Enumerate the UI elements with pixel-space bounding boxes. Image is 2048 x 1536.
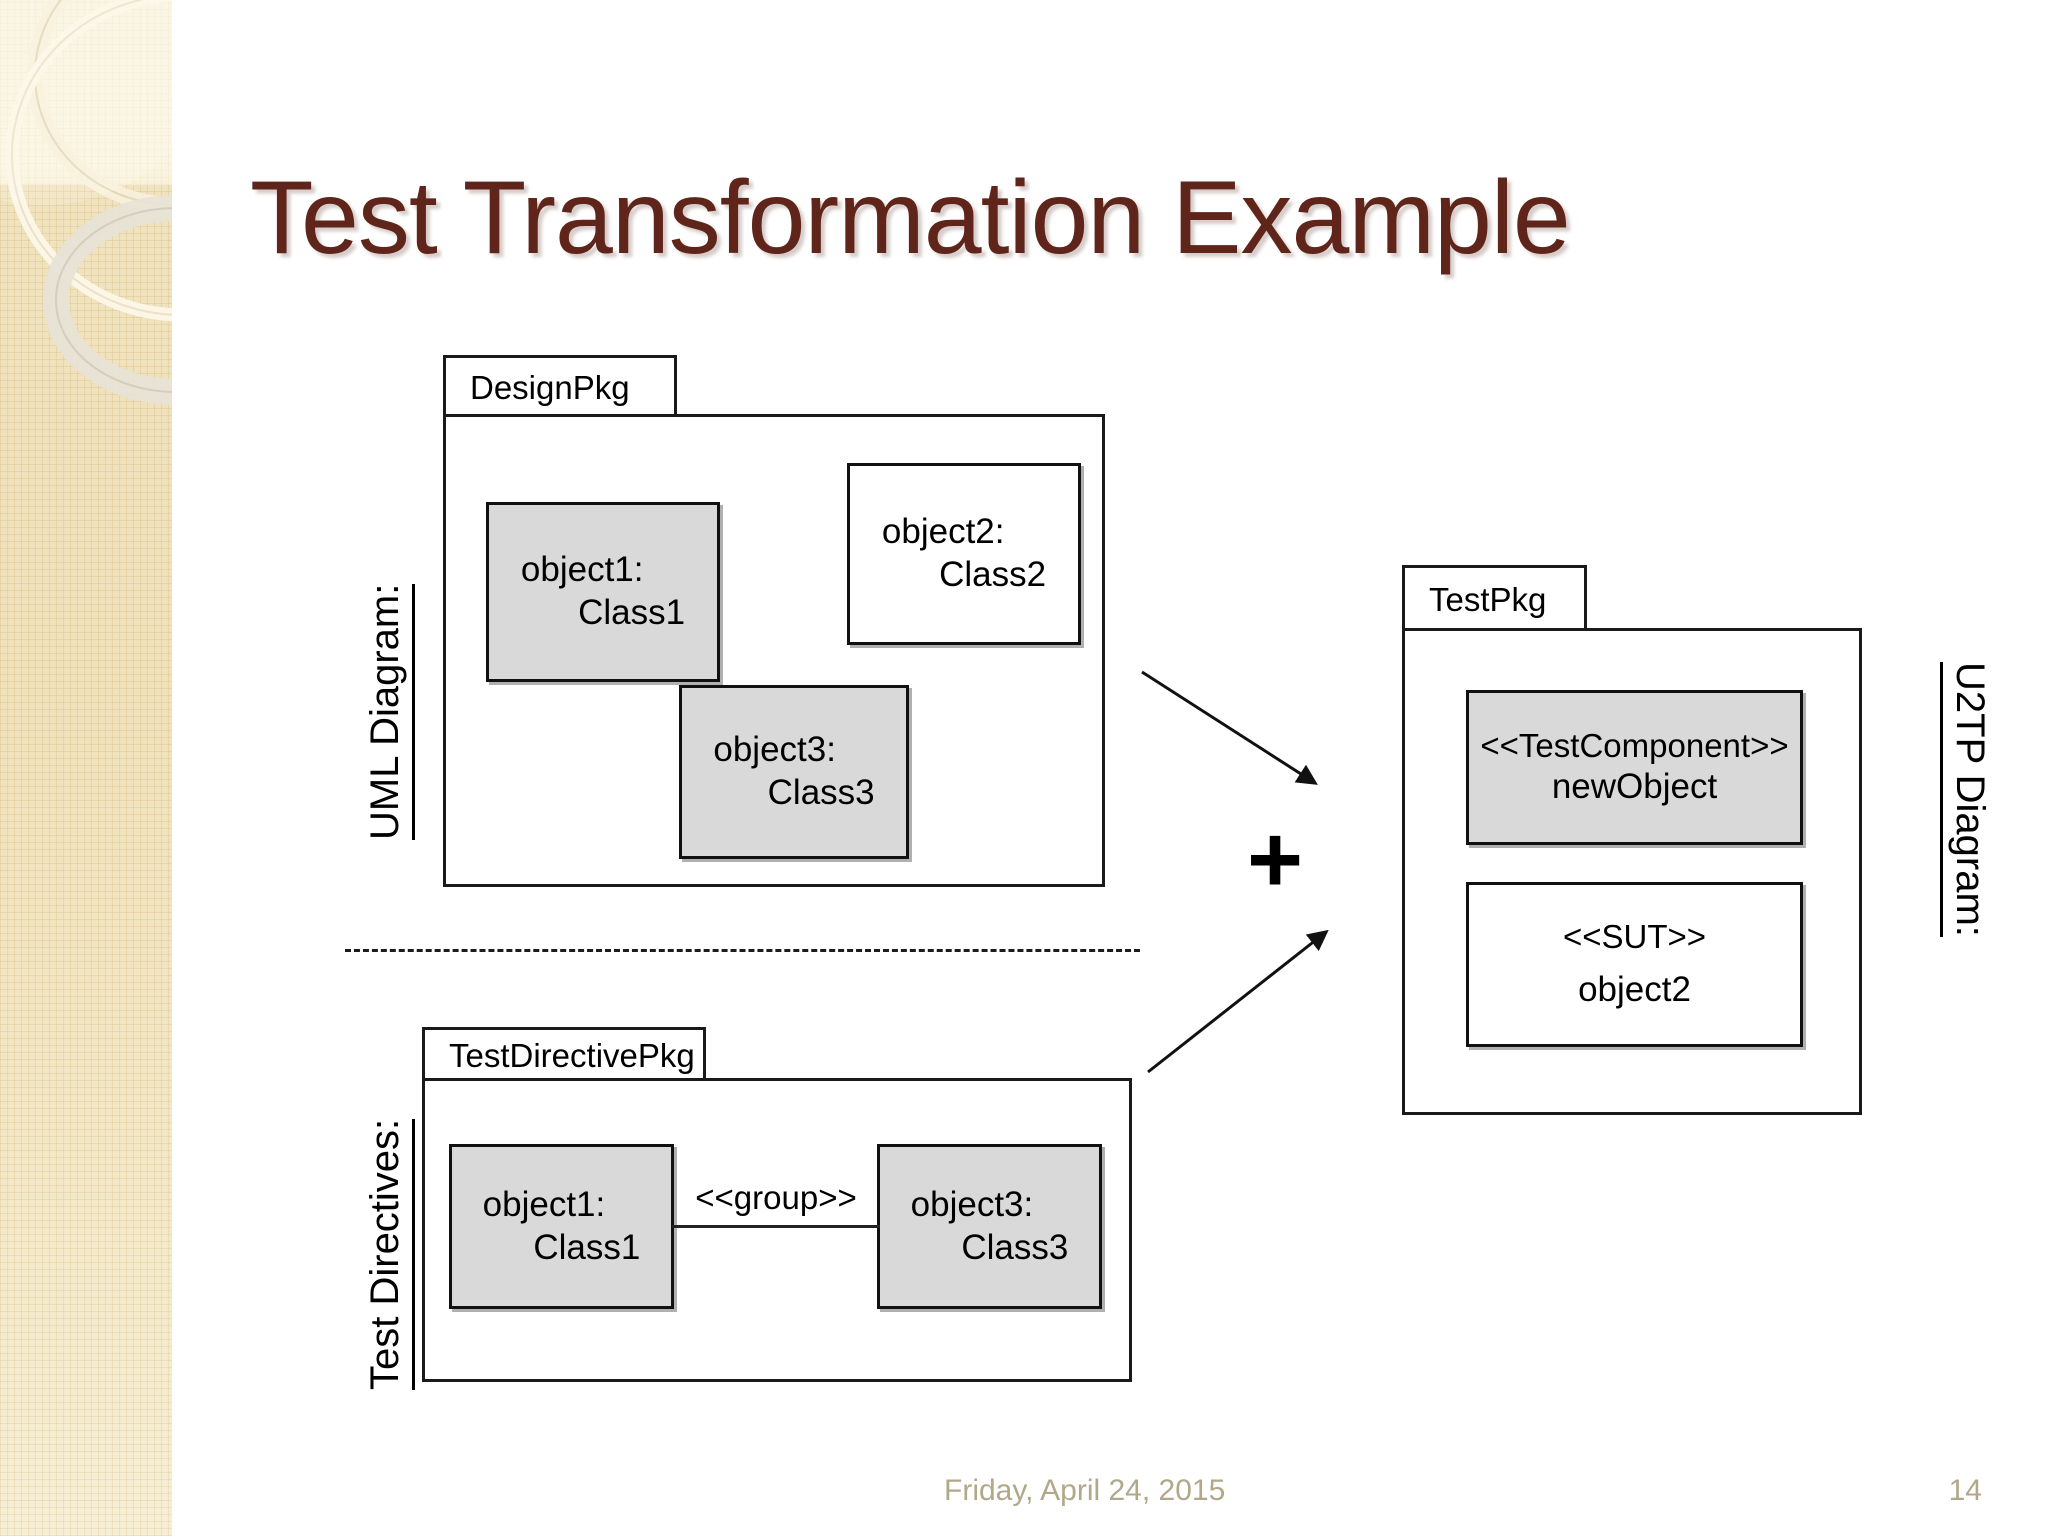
- object-line2: Class1: [533, 1227, 641, 1267]
- object-box-td-object3-class3: object3: Class3: [877, 1144, 1102, 1309]
- page-title: Test Transformation Example: [250, 159, 1571, 276]
- package-name-test-pkg: TestPkg: [1429, 580, 1547, 618]
- caption-test-directives: Test Directives:: [363, 1118, 415, 1390]
- transformation-arrows: [1141, 670, 1329, 1074]
- object-line1: object2:: [881, 512, 1005, 552]
- object-box-sut-object2: <<SUT>> object2: [1466, 882, 1803, 1047]
- object-line2: object2: [1578, 970, 1691, 1010]
- package-test-directive-pkg: TestDirectivePkg object1: Class1 object3…: [422, 1027, 1132, 1382]
- package-tab-test-pkg: TestPkg: [1402, 565, 1587, 631]
- package-name-design-pkg: DesignPkg: [470, 368, 630, 406]
- object-box-object2-class2: object2: Class2: [847, 463, 1081, 645]
- section-divider: [345, 949, 1140, 952]
- object-line1: <<TestComponent>>: [1480, 727, 1789, 765]
- arrow-design-to-test: [1141, 670, 1318, 785]
- object-line2: Class1: [578, 593, 686, 632]
- object-line2: newObject: [1551, 767, 1718, 807]
- footer-page-number: 14: [1948, 1474, 1982, 1507]
- package-tab-test-directive-pkg: TestDirectivePkg: [422, 1027, 706, 1081]
- plus-operator: +: [1247, 806, 1304, 913]
- package-name-test-directive-pkg: TestDirectivePkg: [449, 1036, 695, 1074]
- association-stereotype-group: <<group>>: [695, 1179, 857, 1216]
- object-line2: Class2: [939, 555, 1047, 594]
- caption-u2tp-diagram: U2TP Diagram:: [1940, 662, 1992, 937]
- object-line1: object3:: [910, 1184, 1034, 1224]
- package-design-pkg: DesignPkg object1: Class1 object2: Class…: [443, 355, 1105, 887]
- footer-date: Friday, April 24, 2015: [944, 1474, 1226, 1507]
- package-test-pkg: TestPkg <<TestComponent>> newObject <<SU…: [1402, 565, 1862, 1115]
- caption-uml-diagram: UML Diagram:: [363, 583, 415, 840]
- object-line1: object1:: [482, 1184, 606, 1224]
- theme-sidebar: [0, 0, 172, 1536]
- object-box-object1-class1: object1: Class1: [486, 502, 720, 682]
- object-line2: Class3: [767, 773, 875, 812]
- sidebar-rings-decoration: [0, 0, 172, 405]
- object-box-td-object1-class1: object1: Class1: [449, 1144, 674, 1309]
- object-line2: Class3: [961, 1227, 1069, 1267]
- object-line1: <<SUT>>: [1562, 918, 1707, 956]
- package-tab-design-pkg: DesignPkg: [443, 355, 677, 417]
- object-box-new-object: <<TestComponent>> newObject: [1466, 690, 1803, 845]
- arrow-directives-to-test: [1147, 929, 1329, 1074]
- object-line1: object3:: [713, 730, 836, 770]
- object-line1: object1:: [520, 550, 644, 590]
- object-box-object3-class3: object3: Class3: [679, 685, 909, 859]
- association-line-group: [672, 1225, 880, 1228]
